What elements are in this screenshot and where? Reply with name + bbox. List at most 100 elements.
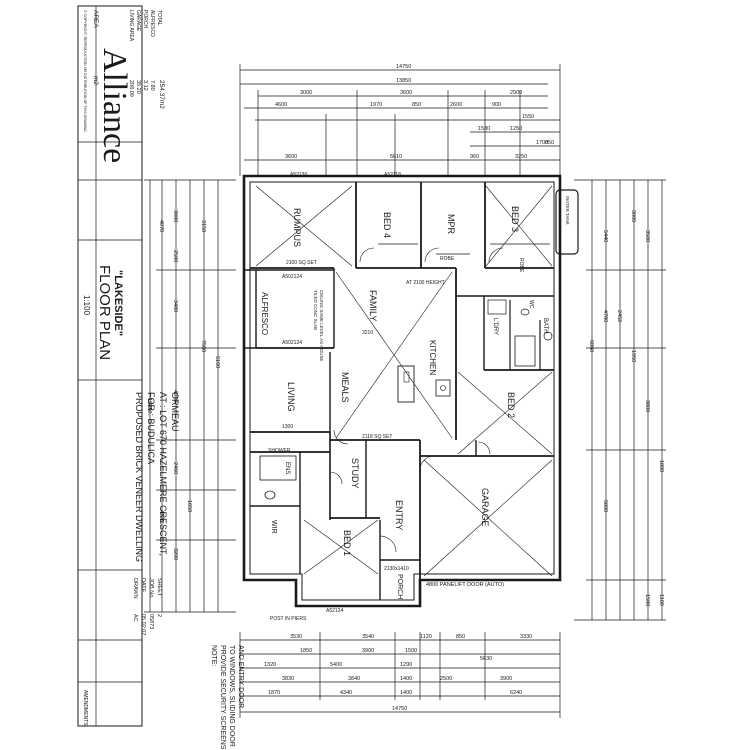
dim-label: 5400 (330, 662, 342, 668)
dim-label: 2500 (172, 250, 178, 262)
dim-label: 2600 (450, 102, 462, 108)
room-label-bath: BATH (542, 318, 548, 334)
room-label-wir: WIR (270, 520, 277, 534)
address-text: AT : LOT 670 HAZELMERE CRESCENT, (158, 392, 168, 556)
dim-bottom-overall: 14750 (392, 706, 407, 712)
room-label-porch: PORCH (396, 574, 403, 599)
area-header: AREA (92, 10, 99, 28)
room-label-family: FAMILY (368, 290, 378, 321)
room-label-garage: GARAGE (480, 488, 490, 527)
security-note: NOTE: PROVIDE SECURITY SCREENS TO WINDOW… (210, 645, 244, 750)
wc-pan (543, 331, 553, 341)
room-label-bed-4: BED 4 (382, 212, 392, 238)
dim-top-sub: 13850 (396, 78, 411, 84)
dim-label: 5630 (480, 656, 492, 662)
dim-label: 4600 (275, 102, 287, 108)
window-code: A52118 (384, 172, 401, 178)
svg-text:05873: 05873 (148, 614, 154, 629)
dim-label: 3530 (290, 634, 302, 640)
dim-label: 1870 (268, 690, 280, 696)
dim-label: 1120 (420, 634, 432, 640)
dim-label: 6240 (510, 690, 522, 696)
proposal-text: PROPOSED BRICK VENEER DWELLING (134, 392, 144, 562)
copyright-text: © COPYRIGHT, REPRODUCTION OR DISTRIBUTIO… (83, 10, 87, 132)
dim-label: 5160 (214, 356, 220, 368)
svg-text:SHEET: SHEET (156, 578, 162, 597)
water-tank-label: WATER TANK (565, 196, 570, 225)
dim-label: 1970 (370, 102, 382, 108)
dim-label: 3250 (515, 154, 527, 160)
fixtures (259, 243, 553, 500)
ceiling-note: AT 2100 HEIGHT (406, 280, 445, 286)
dim-note: 2118 SQ SET (362, 434, 392, 440)
dim-label: 1550 (522, 114, 534, 120)
svg-text:AC: AC (132, 614, 138, 622)
area-row-label: LIVING AREA (128, 10, 134, 42)
dim-label: 3480 (172, 300, 178, 312)
dim-label: 1320 (264, 662, 276, 668)
dim-label: 1400 (400, 690, 412, 696)
area-row-label: ALFRESCO (149, 10, 155, 37)
area-row-label: GARAGE (135, 10, 141, 32)
window-code: A502124 (282, 340, 302, 346)
dim-label: 1250 (510, 126, 522, 132)
right-dimensions (574, 179, 666, 621)
dim-label: 3330 (520, 634, 532, 640)
area-table: AREA m2 (92, 10, 99, 85)
dim-label: 3900 (362, 648, 374, 654)
room-label-wc: WC (528, 300, 534, 309)
design-name: "LAKESIDE" (112, 270, 124, 336)
plan-annotations: A52130 A52118 A52124 A502124 A502124 210… (268, 172, 570, 622)
svg-text:NOTE:: NOTE: (210, 645, 217, 666)
room-label-bed-3: BED 3 (510, 206, 520, 232)
dim-note: 2130x1410 (384, 566, 409, 572)
dim-label: 1100 (658, 594, 664, 606)
laundry-tub (487, 299, 507, 315)
svg-text:2: 2 (156, 614, 162, 617)
room-label-alfresco: ALFRESCO (260, 292, 269, 335)
post-note: POST IN PIERS (270, 616, 307, 622)
dim-label: 4340 (340, 690, 352, 696)
dim-label: 1700 (536, 140, 548, 146)
area-total-value: 254.37m2 (158, 80, 165, 109)
dim-label: 1950 (630, 350, 636, 362)
door-swings (329, 247, 504, 553)
kitchen-island (397, 365, 415, 403)
dim-label: 4270 (158, 510, 164, 522)
room-label-laundry: L'DRY (492, 318, 498, 335)
dim-label: 1580 (478, 126, 490, 132)
dim-label: 6060 (588, 340, 594, 352)
dim-label: 1650 (186, 500, 192, 512)
dim-label: 960 (470, 154, 479, 160)
svg-text:DRAWN: DRAWN (132, 578, 138, 599)
svg-text:TO WINDOWS, SLIDING DOOR: TO WINDOWS, SLIDING DOOR (228, 645, 235, 747)
robe-note: ROBE (440, 256, 455, 262)
ensuite-shower (259, 455, 297, 481)
dim-label: 3600 (400, 90, 412, 96)
svg-text:PROVIDE SECURITY SCREENS: PROVIDE SECURITY SCREENS (219, 645, 226, 750)
dim-label: 2900 (510, 90, 522, 96)
left-dimensions (144, 179, 236, 613)
ceiling-note: 2100 SQ SET (286, 260, 317, 266)
dim-label: 3830 (282, 676, 294, 682)
dim-label: 4370 (172, 390, 178, 402)
room-label-bed-2: BED 2 (506, 392, 516, 418)
dim-label: 2500 (440, 676, 452, 682)
room-label-mpr: MPR (446, 214, 456, 235)
dim-label: 900 (492, 102, 501, 108)
dim-label: 3900 (500, 676, 512, 682)
garage-door-note: 4800 PANELIFT DOOR (AUTO) (426, 582, 504, 588)
dim-note: 3210 (362, 330, 373, 336)
shower-note: SHOWER (268, 448, 291, 454)
dim-label: 3600 (285, 154, 297, 160)
top-dimensions (239, 64, 561, 176)
dim-label: 1500 (405, 648, 417, 654)
dim-label: 4780 (602, 310, 608, 322)
diagonal-indicators (255, 185, 553, 577)
svg-text:JOB No.: JOB No. (148, 578, 154, 599)
bathtub (514, 335, 536, 367)
dim-label: 5610 (390, 154, 402, 160)
dim-label: 2460 (172, 462, 178, 474)
drawing-info: DRAWN DATE JOB No. SHEET AC 05.02.07 058… (132, 578, 162, 635)
